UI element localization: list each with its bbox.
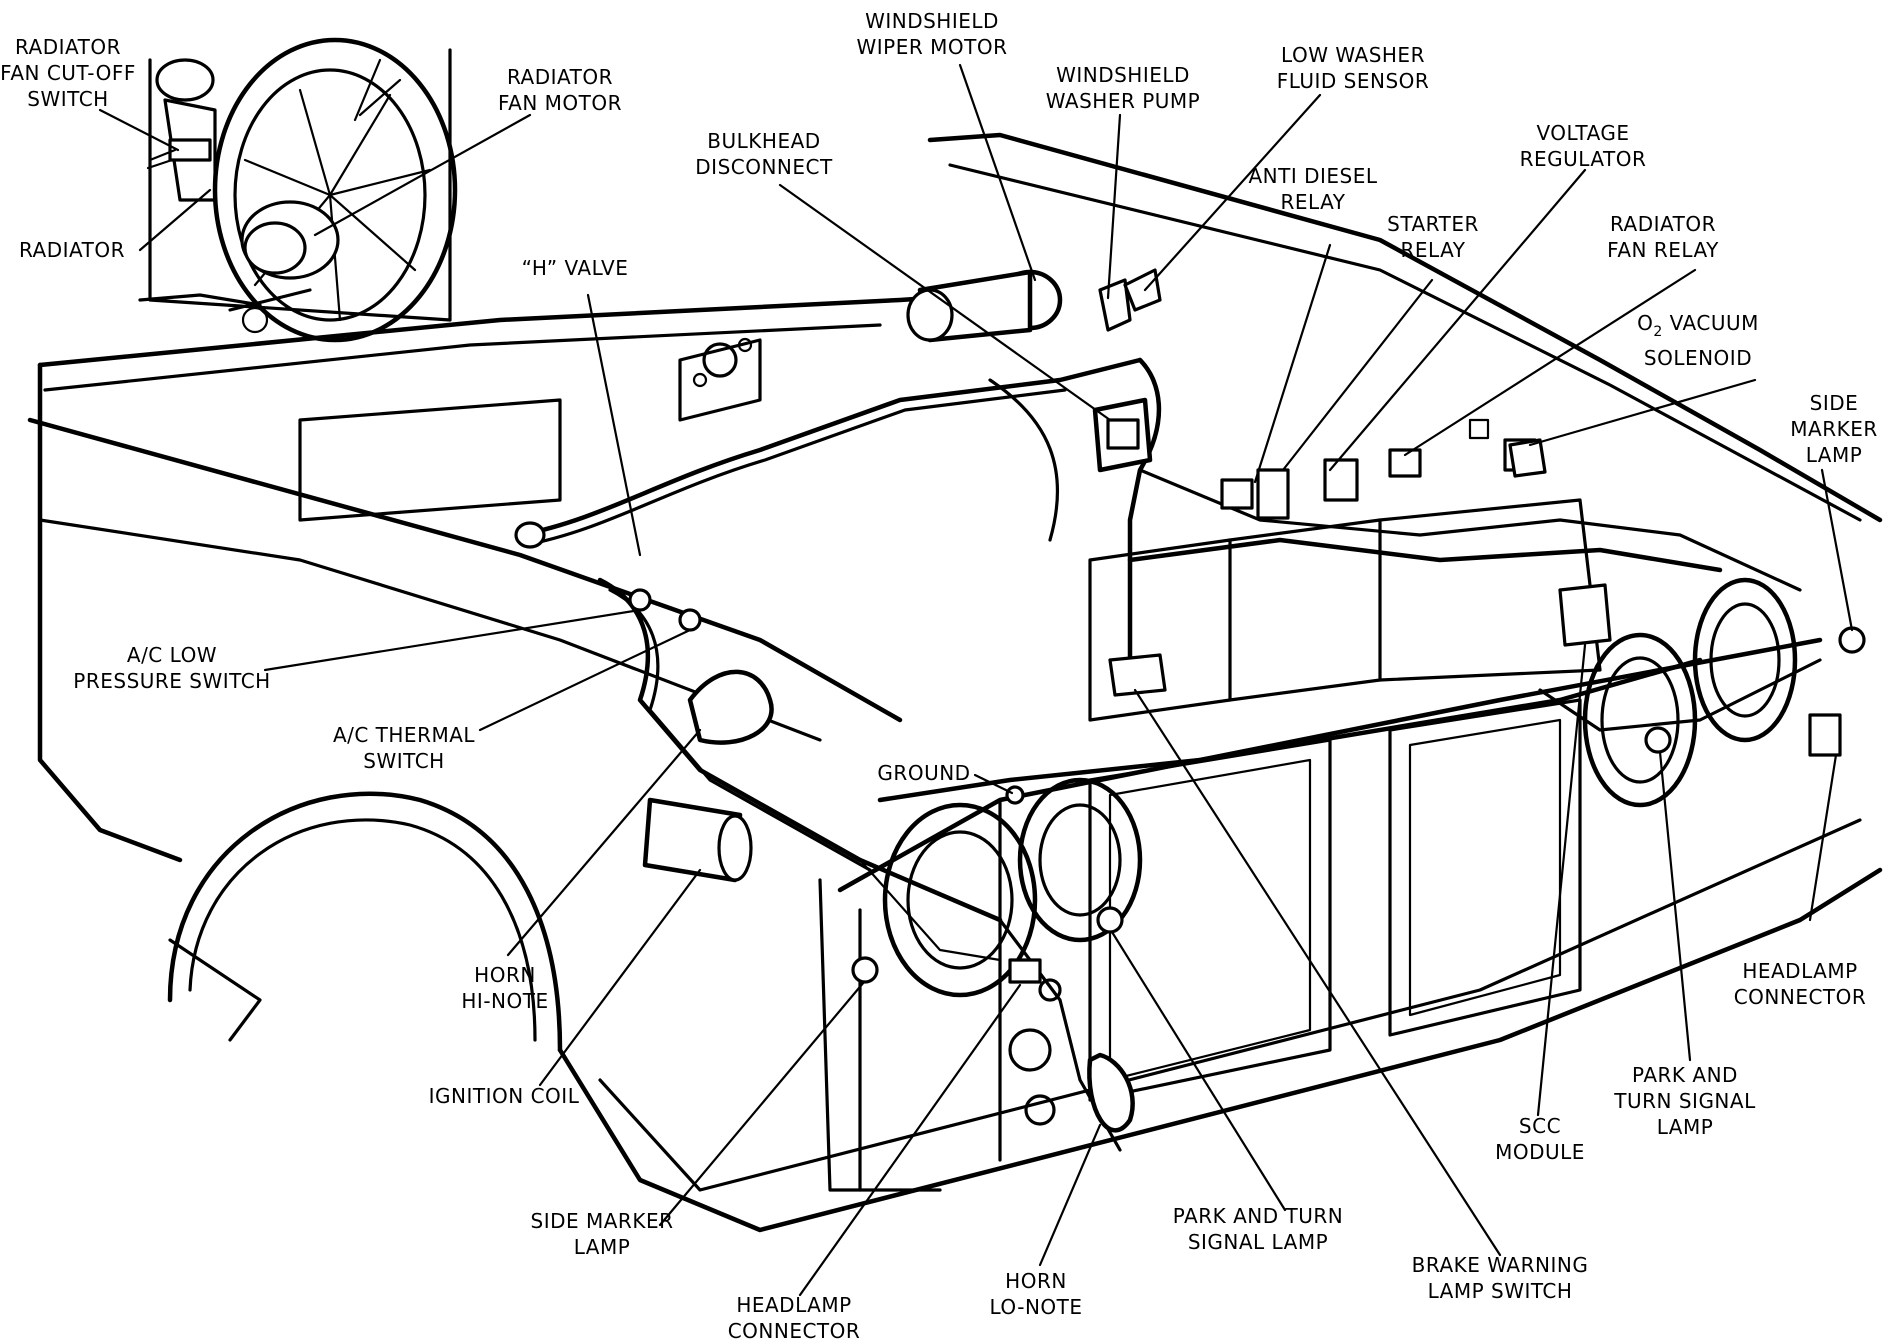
label-radiator-fan-motor: RADIATOR FAN MOTOR: [497, 65, 623, 115]
label-o2-vacuum-solenoid: O2 VACUUM SOLENOID: [1637, 311, 1759, 370]
car-body: [27, 132, 1883, 1233]
label-side-marker-lamp-right: SIDE MARKER LAMP: [1790, 391, 1878, 467]
label-bulkhead-disconnect: BULKHEAD DISCONNECT: [695, 129, 833, 179]
label-park-turn-signal-lamp-left: PARK AND TURN SIGNAL LAMP: [1172, 1204, 1344, 1254]
label-starter-relay: STARTER RELAY: [1387, 212, 1479, 262]
label-low-washer-fluid-sensor: LOW WASHER FLUID SENSOR: [1276, 43, 1430, 93]
label-headlamp-connector-left: HEADLAMP CONNECTOR: [727, 1293, 861, 1343]
label-windshield-wiper-motor: WINDSHIELD WIPER MOTOR: [856, 9, 1008, 59]
label-ignition-coil: IGNITION COIL: [428, 1084, 580, 1108]
radiator-fan-inset: [138, 37, 458, 343]
label-radiator-fan-cutoff-switch: RADIATOR FAN CUT-OFF SWITCH: [0, 35, 136, 111]
label-brake-warning-lamp-switch: BRAKE WARNING LAMP SWITCH: [1411, 1253, 1589, 1303]
label-ground: GROUND: [877, 761, 971, 785]
label-park-turn-signal-lamp-right: PARK AND TURN SIGNAL LAMP: [1614, 1063, 1756, 1139]
label-windshield-washer-pump: WINDSHIELD WASHER PUMP: [1045, 63, 1201, 113]
label-ac-thermal-switch: A/C THERMAL SWITCH: [332, 723, 476, 773]
components: [514, 268, 1866, 1133]
label-ac-low-pressure-switch: A/C LOW PRESSURE SWITCH: [73, 643, 271, 693]
label-side-marker-lamp-left: SIDE MARKER LAMP: [530, 1209, 674, 1259]
label-radiator: RADIATOR: [18, 238, 126, 262]
label-horn-lo-note: HORN LO-NOTE: [989, 1269, 1083, 1319]
label-voltage-regulator: VOLTAGE REGULATOR: [1519, 121, 1647, 171]
leader-lines: [98, 63, 1854, 1297]
label-h-valve: “H” VALVE: [521, 256, 629, 280]
label-headlamp-connector-right: HEADLAMP CONNECTOR: [1733, 959, 1867, 1009]
wiper-motor-part: [906, 269, 1063, 343]
label-horn-hi-note: HORN HI-NOTE: [461, 963, 549, 1013]
label-anti-diesel-relay: ANTI DIESEL RELAY: [1248, 164, 1378, 214]
label-scc-module: SCC MODULE: [1495, 1114, 1585, 1164]
label-radiator-fan-relay: RADIATOR FAN RELAY: [1607, 212, 1719, 262]
wiring-harness: [517, 357, 1822, 1152]
